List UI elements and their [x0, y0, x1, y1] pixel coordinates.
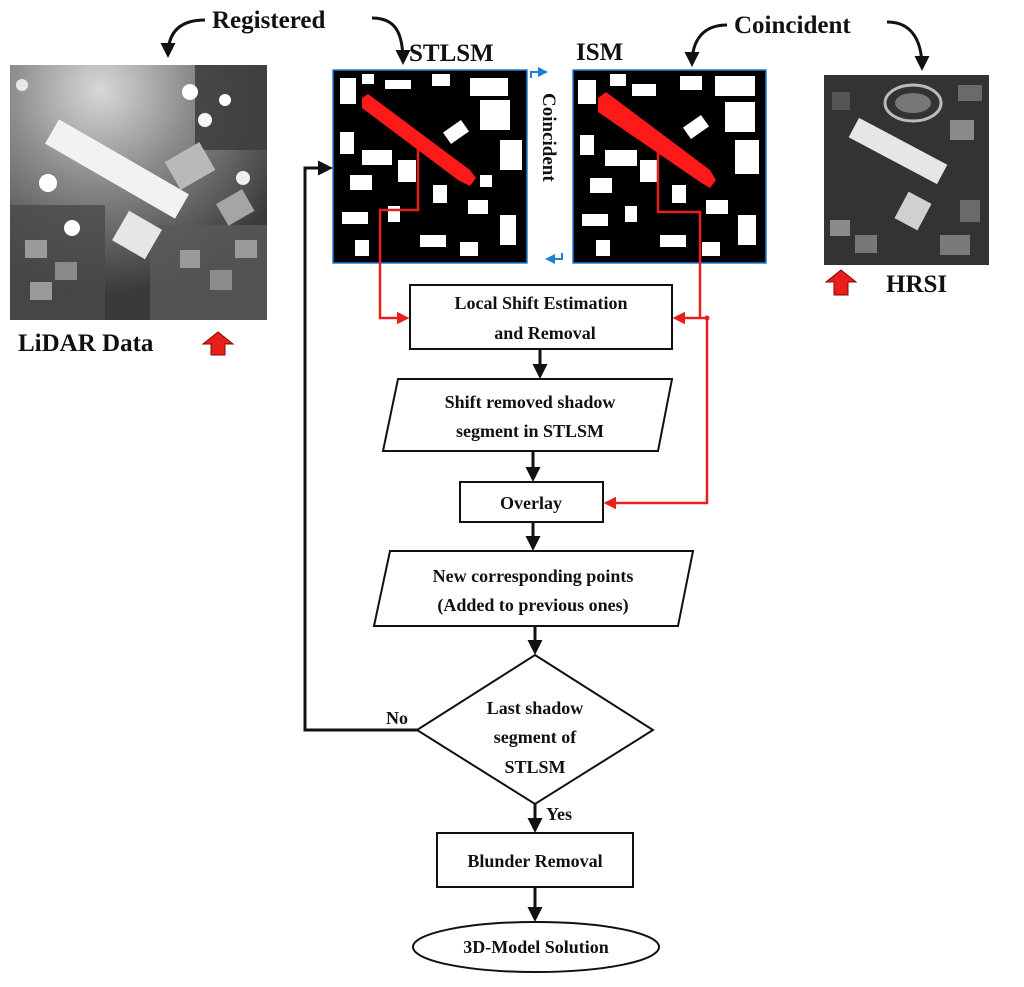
decision-line1: Last shadow: [487, 698, 584, 718]
blunder-removal-label: Blunder Removal: [467, 851, 602, 871]
lidar-caption: LiDAR Data: [18, 330, 154, 357]
shift-removed-line2: segment in STLSM: [456, 421, 604, 441]
lidar-data-image: [10, 65, 267, 320]
local-shift-line2: and Removal: [494, 323, 596, 343]
up-arrow-icon: [201, 331, 235, 356]
stlsm-image: [332, 69, 528, 264]
local-shift-box: [409, 284, 673, 350]
solution-label: 3D-Model Solution: [463, 937, 609, 957]
hrsi-caption: HRSI: [886, 271, 947, 298]
coincident-label: Coincident: [734, 12, 851, 39]
stlsm-label: STLSM: [409, 40, 494, 67]
shift-removed-line1: Shift removed shadow: [445, 392, 616, 412]
no-label: No: [386, 708, 408, 728]
coincident-vertical-label: Coincident: [538, 93, 559, 182]
yes-label: Yes: [546, 804, 572, 824]
new-points-line2: (Added to previous ones): [437, 595, 628, 616]
hrsi-image: [824, 75, 989, 265]
red-arrow-stlsm-to-shift: [378, 263, 410, 325]
solution-ellipse: [412, 921, 660, 973]
blue-bracket-icon: [530, 67, 563, 264]
registered-arrow-left: [160, 18, 206, 58]
new-points-parallelogram: [372, 550, 695, 627]
red-arrow-ism-to-overlay: [603, 316, 709, 510]
arrow-no-loop: [303, 160, 417, 732]
decision-line3: STLSM: [504, 757, 565, 777]
red-junction-dot: [704, 315, 710, 321]
registered-arrow-right: [371, 16, 411, 65]
registered-label: Registered: [212, 7, 325, 34]
shift-removed-parallelogram: [381, 378, 674, 452]
local-shift-line1: Local Shift Estimation: [454, 293, 627, 313]
coincident-arrow-right: [886, 20, 930, 71]
up-arrow-icon: [824, 269, 858, 296]
ism-image: [572, 69, 767, 318]
coincident-arrow-left: [684, 23, 728, 67]
new-points-line1: New corresponding points: [433, 566, 634, 586]
decision-line2: segment of: [494, 727, 577, 747]
overlay-label: Overlay: [500, 493, 562, 513]
ism-label: ISM: [576, 39, 623, 66]
blunder-removal-box: [436, 832, 634, 888]
